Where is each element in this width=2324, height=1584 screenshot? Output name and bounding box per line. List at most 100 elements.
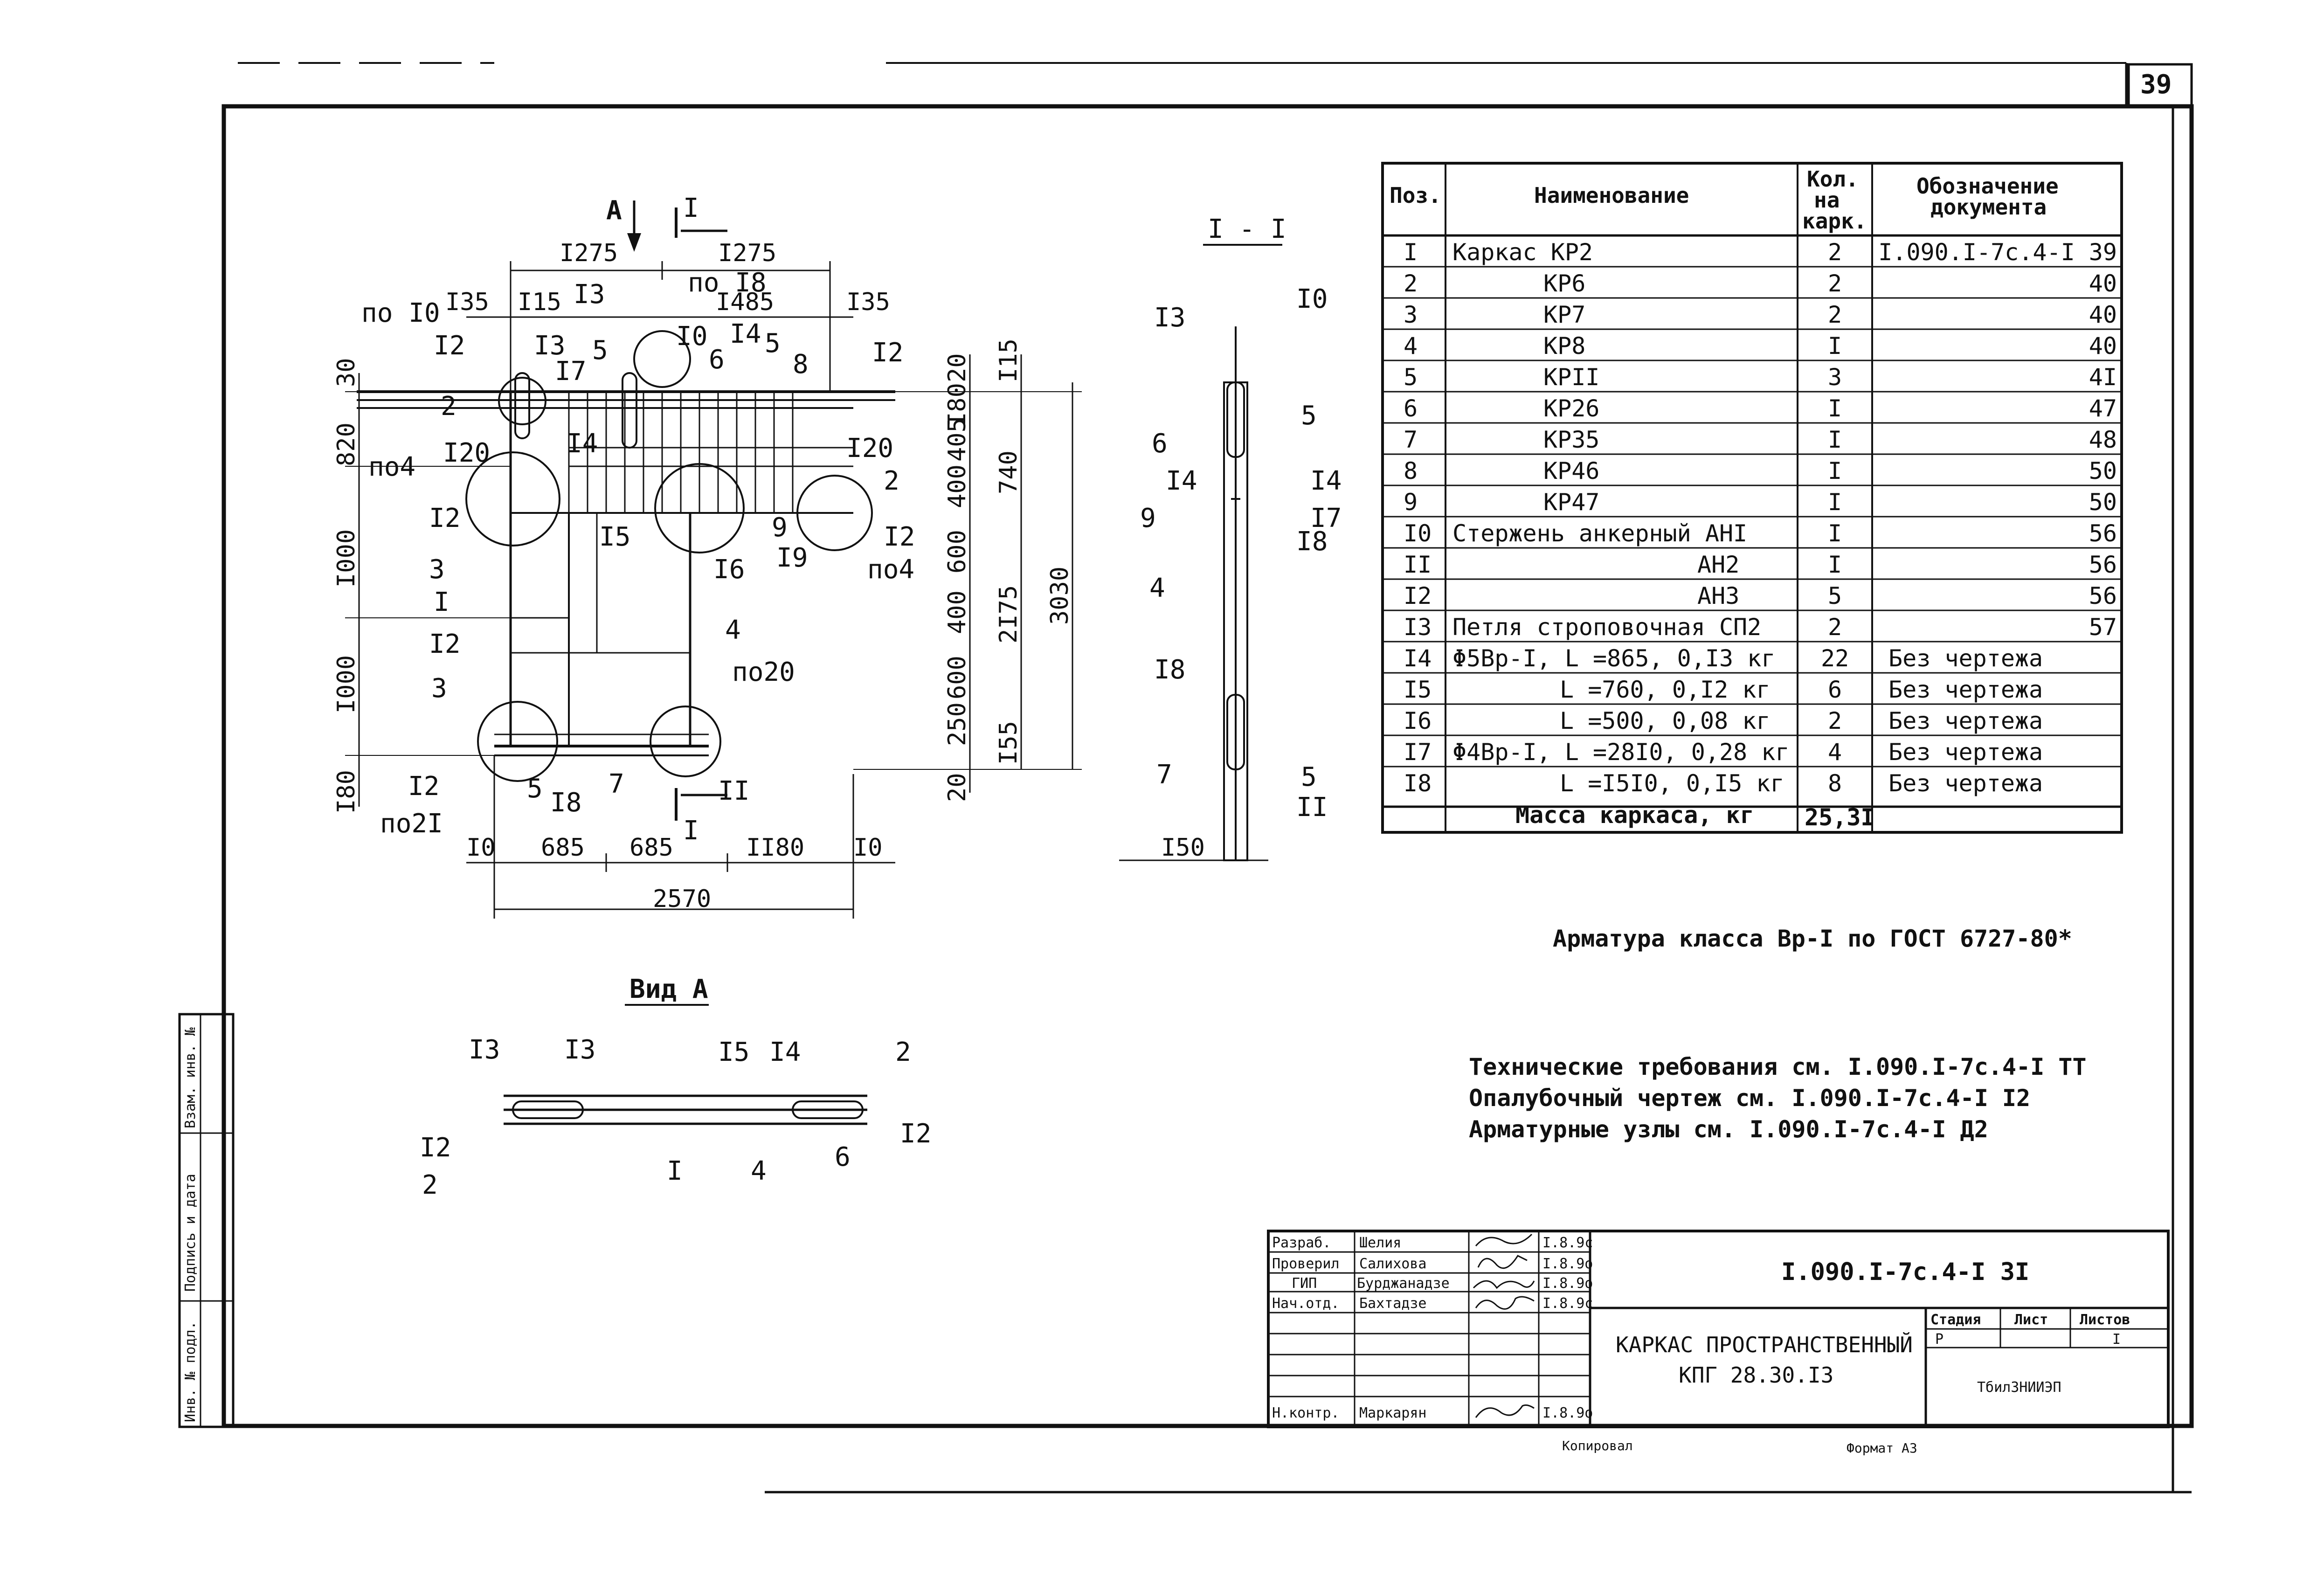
callout: I3 [469, 1035, 500, 1065]
callout: I8 [1296, 526, 1328, 557]
spec-row-doc: I.090.I-7с.4-I 39 [1878, 239, 2117, 266]
spec-total-label: Масса каркаса, кг [1515, 802, 1754, 829]
stamp-title-line2: КПГ 28.30.I3 [1679, 1363, 1833, 1388]
callout: 6 [709, 345, 725, 375]
spec-header-qty-1: Кол. [1807, 166, 1859, 192]
stamp-role: Разраб. [1272, 1235, 1331, 1251]
spec-row-pos: 7 [1404, 426, 1418, 453]
callout: по4 [368, 452, 415, 482]
callout: 6 [835, 1142, 851, 1172]
spec-row-doc: 47 [2089, 395, 2117, 422]
callout: 2 [884, 466, 899, 496]
callout: I6 [713, 554, 745, 585]
dim-bottom-10-left: I0 [466, 834, 496, 862]
spec-row-qty: 4 [1828, 739, 1842, 766]
spec-row-pos: I [1404, 239, 1418, 266]
stamp-date: I.8.9c [1542, 1235, 1593, 1251]
callout: I8 [550, 788, 581, 818]
dim-left-180: I80 [332, 770, 360, 814]
callout: 3 [429, 554, 445, 585]
stamp-role: Нач.отд. [1272, 1295, 1340, 1312]
callout: I20 [846, 433, 893, 463]
spec-row-doc: 56 [2089, 582, 2117, 609]
signatures [1473, 1233, 1535, 1418]
spec-row-pos: 9 [1404, 489, 1418, 516]
callout: 2 [895, 1037, 911, 1067]
callout: 5 [765, 328, 781, 359]
spec-header-qty-2: на [1814, 187, 1840, 213]
callout: 5 [1301, 762, 1317, 792]
spec-row-doc: Без чертежа [1888, 676, 2043, 703]
spec-row-qty: 8 [1828, 770, 1842, 797]
spec-row-doc: 48 [2089, 426, 2117, 453]
detail-circle [477, 701, 558, 782]
callout: 7 [609, 769, 624, 799]
spec-row-pos: I7 [1404, 739, 1432, 766]
spec-row-name: КР8 [1543, 332, 1585, 360]
spec-row-pos: I6 [1404, 707, 1432, 734]
callout: 9 [1140, 503, 1156, 533]
dim-left-1000-b: I000 [332, 655, 360, 713]
detail-circle [654, 463, 745, 553]
callout: 5 [592, 335, 608, 366]
spec-row-doc: 50 [2089, 457, 2117, 484]
detail-circle [796, 475, 873, 551]
section-mark-top: I [683, 193, 699, 223]
spec-row-doc: 57 [2089, 614, 2117, 641]
dim-right-740: 740 [995, 450, 1023, 494]
spec-row-pos: 4 [1404, 332, 1418, 360]
callout: I4 [1310, 466, 1342, 496]
callout: I2 [900, 1119, 931, 1149]
detail-circle [465, 451, 560, 546]
plan-mesh [568, 392, 853, 513]
footer-format: Формат А3 [1847, 1440, 1917, 1456]
callout: 7 [1156, 760, 1172, 790]
callout: I [667, 1156, 683, 1186]
callout: I4 [1166, 466, 1197, 496]
dim-right-155: I55 [995, 721, 1023, 765]
callout: I3 [534, 331, 565, 361]
callout: 3 [431, 673, 447, 704]
note-nodes: Арматурные узлы см. I.090.I-7с.4-I Д2 [1469, 1116, 1988, 1143]
spec-row-qty: 22 [1821, 645, 1849, 672]
spec-table: Поз. Наименование Кол. на карк. Обозначе… [1381, 162, 2123, 834]
callout: II [1296, 792, 1328, 823]
callout: 2 [422, 1170, 438, 1200]
callout: 8 [793, 349, 809, 380]
callout: 4 [725, 615, 741, 645]
spec-row-qty: 2 [1828, 270, 1842, 297]
spec-row-name: АН2 [1697, 551, 1739, 578]
callout: I [434, 587, 450, 617]
spec-row-pos: 6 [1404, 395, 1418, 422]
spec-row-doc: 56 [2089, 551, 2117, 578]
dim-right-20-top: 20 [943, 353, 971, 382]
callout: 6 [1152, 429, 1168, 459]
spec-row-doc: 56 [2089, 520, 2117, 547]
note-gost: Арматура класса Вр-I по ГОСТ 6727-80* [1553, 925, 2072, 952]
dim-top-1485: I485 [716, 288, 774, 316]
spec-row-name: КР35 [1543, 426, 1599, 453]
spec-row-doc: 40 [2089, 332, 2117, 360]
strip-label-replace: Взам. инв. № [182, 1027, 199, 1128]
spec-header-doc-1: Обозначение [1916, 173, 2059, 199]
dim-right-400-b: 400 [943, 590, 971, 634]
page-number: 39 [2140, 69, 2172, 100]
callout: по20 [732, 657, 795, 687]
callout: I4 [730, 319, 761, 349]
title-block: Разраб. Шелия I.8.9c Проверил Салихова I… [1267, 1230, 2170, 1428]
callout: I2 [434, 331, 465, 361]
callout: по4 [867, 554, 914, 585]
callout: I4 [769, 1037, 801, 1067]
spec-header-qty-3: карк. [1802, 208, 1867, 234]
dim-right-20-bottom: 20 [943, 773, 971, 802]
detail-circle [633, 330, 691, 388]
stamp-org: ТбилЗНИИЭП [1977, 1379, 2061, 1396]
spec-row-name: Φ5Вр-I, L =865, 0,I3 кг [1452, 645, 1775, 672]
spec-row-name: L =I5I0, 0,I5 кг [1560, 770, 1784, 797]
spec-row-name: КР7 [1543, 301, 1585, 328]
spec-header-doc-2: документа [1930, 194, 2047, 220]
dim-bottom-685-b: 685 [629, 834, 673, 862]
spec-row-doc: Без чертежа [1888, 645, 2043, 672]
spec-row-doc: 40 [2089, 270, 2117, 297]
